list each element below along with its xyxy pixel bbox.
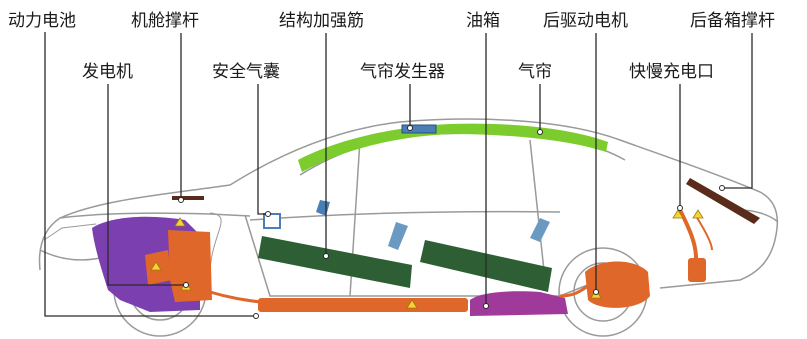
door-part-2 xyxy=(388,222,408,250)
rear-wiring xyxy=(559,284,589,298)
label-rear-drive-motor: 后驱动电机 xyxy=(543,11,628,31)
door-part-3 xyxy=(530,218,550,242)
leader-dots xyxy=(178,125,725,319)
trunk-strut-shape xyxy=(686,178,760,224)
label-generator: 发电机 xyxy=(82,62,133,82)
curtain-inflator-shape xyxy=(401,124,437,134)
charging-cable-2 xyxy=(695,215,713,251)
label-charging-port: 快慢充电口 xyxy=(629,62,714,82)
rear-drive-motor-shape xyxy=(585,261,650,308)
charging-port-box xyxy=(688,258,706,282)
label-hood-strut: 机舱撑杆 xyxy=(131,11,199,31)
safety-airbag-shape xyxy=(263,213,281,229)
curtain-airbag-shape xyxy=(298,123,608,172)
generator-shape xyxy=(168,230,212,302)
hood-strut-shape xyxy=(172,196,204,200)
label-curtain-inflator: 气帘发生器 xyxy=(360,62,445,82)
label-fuel-tank: 油箱 xyxy=(466,11,500,31)
reinforcement-front-door xyxy=(258,236,412,288)
charging-cable xyxy=(678,209,698,259)
door-part-1 xyxy=(316,200,330,216)
label-power-battery: 动力电池 xyxy=(8,11,76,31)
sill-wiring-shape xyxy=(258,298,468,312)
leader-lines xyxy=(44,32,753,317)
label-trunk-strut: 后备箱撑杆 xyxy=(690,11,775,31)
label-safety-airbag: 安全气囊 xyxy=(212,62,280,82)
fuel-tank-shape xyxy=(470,291,568,316)
label-curtain-airbag: 气帘 xyxy=(518,62,552,82)
label-structural-reinforcement: 结构加强筋 xyxy=(279,11,364,31)
front-wiring xyxy=(209,290,261,304)
